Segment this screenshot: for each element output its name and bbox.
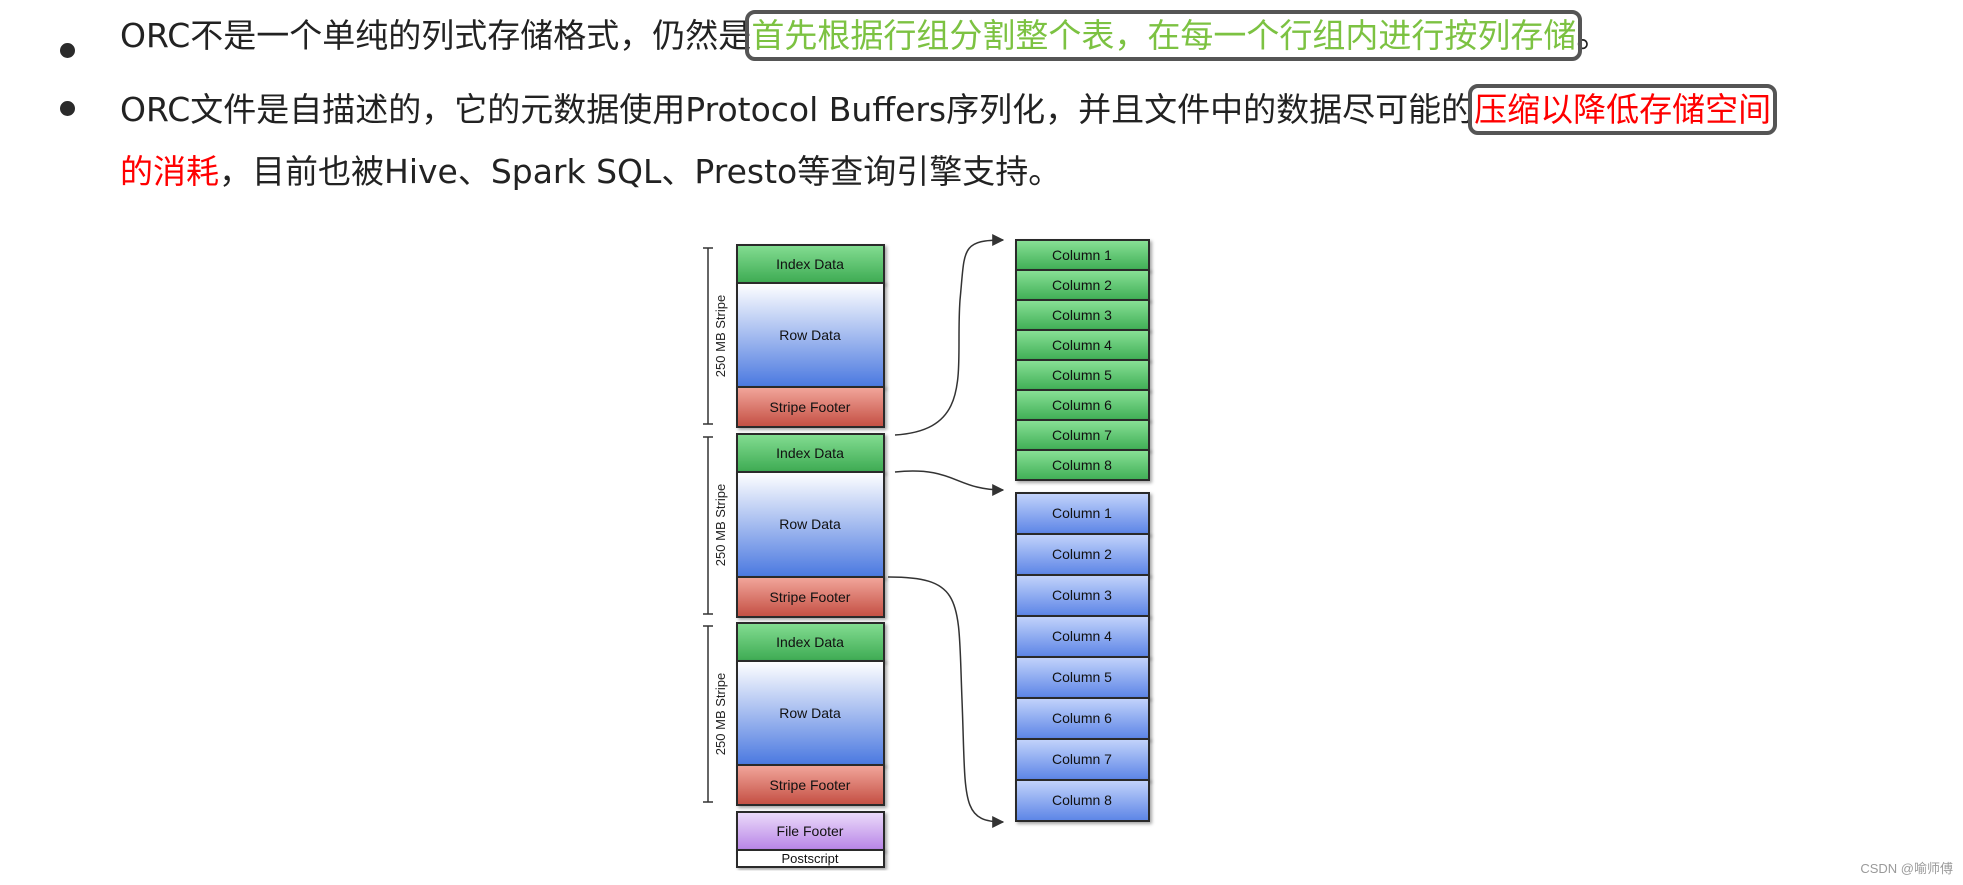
row-data-block xyxy=(736,282,885,388)
arrow-to-row-columns-top xyxy=(894,470,1005,496)
row-column-cell xyxy=(1015,533,1150,576)
index-column-label: Column 3 xyxy=(1052,307,1112,323)
csdn-watermark: CSDN @喻师傅 xyxy=(1860,861,1953,876)
index-data-label: Index Data xyxy=(776,445,844,461)
row-column-label: Column 2 xyxy=(1052,546,1112,562)
connector-arrows xyxy=(887,234,1005,828)
row-data-label: Row Data xyxy=(779,705,841,721)
bullet-1-suffix: 。 xyxy=(1576,16,1610,55)
file-footer-label: File Footer xyxy=(777,823,844,839)
row-column-label: Column 5 xyxy=(1052,669,1112,685)
row-columns: Column 1 Column 2 Column 3 Column 4 Colu… xyxy=(1015,492,1150,822)
index-column-label: Column 6 xyxy=(1052,397,1112,413)
index-column-cell xyxy=(1015,419,1150,451)
index-data-label: Index Data xyxy=(776,634,844,650)
stripe-size-label: 250 MB Stripe xyxy=(713,295,728,377)
index-columns: Column 1 Column 2 Column 3 Column 4 Colu… xyxy=(1015,239,1150,481)
stripe-footer-label: Stripe Footer xyxy=(770,777,851,793)
index-data-block xyxy=(736,433,885,473)
arrow-to-row-columns-bottom xyxy=(887,576,1005,828)
index-data-block xyxy=(736,244,885,284)
row-column-cell xyxy=(1015,697,1150,740)
stripe-3: Index Data Row Data Stripe Footer xyxy=(736,622,885,806)
row-column-label: Column 7 xyxy=(1052,751,1112,767)
bullet-2-highlight-continued: 的消耗 xyxy=(120,152,219,191)
stripe-footer-label: Stripe Footer xyxy=(770,399,851,415)
bullet-2-suffix: ，目前也被Hive、Spark SQL、Presto等查询引擎支持。 xyxy=(219,152,1062,191)
index-column-label: Column 7 xyxy=(1052,427,1112,443)
stripe-footer-label: Stripe Footer xyxy=(770,589,851,605)
stripe-size-label: 250 MB Stripe xyxy=(713,673,728,755)
index-column-cell xyxy=(1015,449,1150,481)
index-column-cell xyxy=(1015,329,1150,361)
row-column-label: Column 8 xyxy=(1052,792,1112,808)
bullet-dot xyxy=(60,43,75,58)
row-column-label: Column 6 xyxy=(1052,710,1112,726)
bullet-2-prefix: ORC文件是自描述的，它的元数据使用Protocol Buffers序列化，并且… xyxy=(120,90,1475,129)
bullet-dot xyxy=(60,101,75,116)
arrow-to-index-columns xyxy=(894,234,1005,436)
stripe-footer-block xyxy=(736,576,885,618)
row-column-label: Column 1 xyxy=(1052,505,1112,521)
index-data-label: Index Data xyxy=(776,256,844,272)
row-column-cell xyxy=(1015,574,1150,617)
index-column-cell xyxy=(1015,389,1150,421)
stripe-size-label: 250 MB Stripe xyxy=(713,484,728,566)
row-column-cell xyxy=(1015,779,1150,822)
index-column-label: Column 2 xyxy=(1052,277,1112,293)
bullet-2-line-2: 的消耗，目前也被Hive、Spark SQL、Presto等查询引擎支持。 xyxy=(120,150,1061,194)
index-column-cell xyxy=(1015,239,1150,271)
bullet-1-highlight: 首先根据行组分割整个表，在每一个行组内进行按列存储 xyxy=(745,10,1583,61)
row-column-cell xyxy=(1015,738,1150,781)
row-data-label: Row Data xyxy=(779,327,841,343)
index-column-label: Column 8 xyxy=(1052,457,1112,473)
index-data-block xyxy=(736,622,885,662)
index-column-label: Column 5 xyxy=(1052,367,1112,383)
bullet-1-prefix: ORC不是一个单纯的列式存储格式，仍然是 xyxy=(120,16,752,55)
index-column-label: Column 4 xyxy=(1052,337,1112,353)
stripe-brackets xyxy=(703,247,713,803)
bullet-2-line-1: ORC文件是自描述的，它的元数据使用Protocol Buffers序列化，并且… xyxy=(120,84,1778,135)
stripe-footer-block xyxy=(736,386,885,428)
row-column-label: Column 4 xyxy=(1052,628,1112,644)
row-data-label: Row Data xyxy=(779,516,841,532)
bullet-1-text: ORC不是一个单纯的列式存储格式，仍然是首先根据行组分割整个表，在每一个行组内进… xyxy=(120,10,1610,61)
stripe-2: Index Data Row Data Stripe Footer xyxy=(736,433,885,618)
row-data-block xyxy=(736,660,885,766)
postscript-block xyxy=(736,849,885,868)
stripe-footer-block xyxy=(736,764,885,806)
row-column-label: Column 3 xyxy=(1052,587,1112,603)
bullet-2-highlight: 压缩以降低存储空间 xyxy=(1468,84,1778,135)
stripe-1: Index Data Row Data Stripe Footer xyxy=(736,244,885,428)
file-footer-block xyxy=(736,811,885,851)
postscript-label: Postscript xyxy=(781,851,838,866)
index-column-label: Column 1 xyxy=(1052,247,1112,263)
